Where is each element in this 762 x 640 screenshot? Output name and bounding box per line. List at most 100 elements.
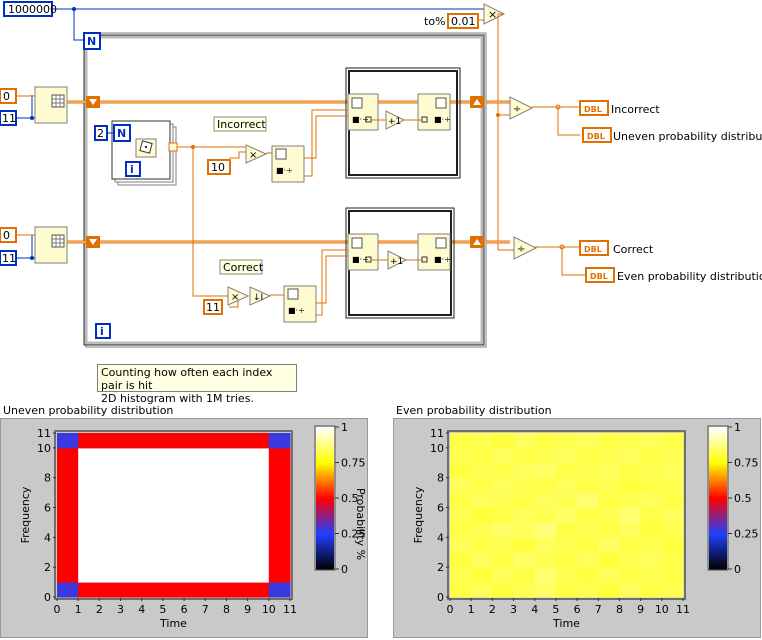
shift-register-right-top[interactable] bbox=[470, 96, 484, 108]
count-constant[interactable]: 1000000 bbox=[3, 1, 57, 17]
heatmap-cell bbox=[120, 537, 143, 553]
heatmap-cell bbox=[120, 582, 143, 598]
svg-text:11: 11 bbox=[2, 112, 16, 125]
svg-text:×: × bbox=[249, 150, 257, 161]
colorbar-segment bbox=[316, 509, 334, 513]
multiply-node-bottom[interactable]: × bbox=[227, 286, 250, 306]
heatmap-cell bbox=[598, 582, 620, 598]
svg-text:N: N bbox=[87, 35, 96, 48]
multiplier-constant-bottom[interactable]: 11 bbox=[203, 299, 223, 315]
col-constant-bottom[interactable]: 11 bbox=[0, 250, 17, 266]
x-tick-label: 6 bbox=[181, 603, 188, 616]
heatmap-cell bbox=[226, 552, 249, 568]
wire-junction bbox=[30, 256, 34, 260]
svg-text:N: N bbox=[117, 127, 126, 140]
colorbar-segment bbox=[316, 521, 334, 525]
heatmap-cell bbox=[268, 537, 291, 553]
y-tick-label: 0 bbox=[44, 591, 51, 604]
colorbar-segment bbox=[709, 429, 727, 433]
heatmap-cell bbox=[205, 507, 227, 523]
round-node-bottom[interactable]: ↓I bbox=[249, 286, 272, 306]
colorbar-segment bbox=[709, 502, 727, 506]
loop-count-terminal[interactable]: N bbox=[83, 32, 101, 50]
index-array-node-bottom[interactable]: ■·÷ bbox=[347, 233, 379, 271]
indicator-correct[interactable]: DBL Correct bbox=[579, 240, 654, 256]
col-constant-top[interactable]: 11 bbox=[0, 110, 17, 126]
heatmap-cell bbox=[57, 447, 79, 464]
heatmap-cell bbox=[555, 552, 578, 568]
heatmap-cell bbox=[450, 507, 472, 523]
heatmap-cell bbox=[141, 492, 164, 509]
replace-node-top[interactable]: ■·÷ bbox=[417, 93, 451, 131]
inner-count-constant[interactable]: 2 bbox=[94, 125, 108, 141]
heatmap-cell bbox=[78, 582, 100, 598]
colorbar-segment bbox=[709, 554, 727, 558]
svg-text:+1: +1 bbox=[390, 257, 403, 267]
heatmap-cell bbox=[162, 477, 185, 494]
heatmap-cell bbox=[57, 552, 79, 568]
multiplier-constant-top[interactable]: 10 bbox=[207, 159, 231, 175]
colorbar-segment bbox=[316, 502, 334, 506]
heatmap-cell bbox=[471, 492, 493, 509]
heatmap-cell bbox=[205, 477, 227, 494]
colorbar-segment bbox=[316, 495, 334, 499]
colorbar-segment bbox=[316, 550, 334, 553]
increment-node-bottom[interactable]: +1 bbox=[387, 250, 408, 270]
heatmap-cell bbox=[661, 507, 684, 523]
initialize-array-bottom[interactable] bbox=[34, 226, 68, 264]
multiply-node[interactable]: × bbox=[483, 3, 506, 25]
colorbar-segment bbox=[316, 453, 334, 456]
heatmap-cell bbox=[661, 492, 684, 509]
row-constant-bottom[interactable]: 0 bbox=[0, 227, 17, 243]
svg-text:Correct: Correct bbox=[613, 243, 654, 256]
heatmap-cell bbox=[555, 462, 578, 479]
heatmap-cell bbox=[184, 552, 206, 568]
colorbar-segment bbox=[709, 535, 727, 539]
comment-line-2: 2D histogram with 1M tries. bbox=[101, 392, 254, 405]
divide-node-bottom[interactable]: ÷ bbox=[513, 236, 538, 260]
for-loop-outer[interactable] bbox=[83, 32, 487, 348]
heatmap-cell bbox=[577, 567, 599, 583]
indicator-uneven[interactable]: DBL Uneven probability distribution bbox=[582, 127, 762, 143]
increment-node-top[interactable]: +1 bbox=[385, 110, 406, 130]
heatmap-cell bbox=[226, 477, 249, 494]
build-array-top[interactable]: ■·÷ bbox=[271, 145, 305, 183]
multiply-node-top[interactable]: × bbox=[245, 144, 268, 164]
colorbar-segment bbox=[709, 557, 727, 561]
dice-icon[interactable] bbox=[135, 138, 157, 158]
index-array-node-top[interactable]: ■·÷ bbox=[347, 93, 379, 131]
heatmap-cell bbox=[247, 567, 270, 583]
heatmap-cell bbox=[661, 522, 684, 538]
shift-register-left-bottom[interactable] bbox=[86, 236, 100, 248]
indicator-incorrect[interactable]: DBL Incorrect bbox=[579, 100, 660, 116]
percent-constant[interactable]: 0.01 bbox=[447, 13, 479, 29]
heatmap-cell bbox=[577, 582, 599, 598]
heatmap-cell bbox=[661, 567, 684, 583]
svg-text:Incorrect: Incorrect bbox=[217, 118, 266, 131]
wire-junction bbox=[555, 104, 561, 110]
heatmap-cell bbox=[661, 433, 684, 449]
colorbar-tick-label: 1 bbox=[734, 421, 741, 434]
x-tick-label: 1 bbox=[75, 603, 82, 616]
indicator-even[interactable]: DBL Even probability distribution bbox=[585, 267, 762, 283]
build-array-bottom[interactable]: ■·÷ bbox=[283, 285, 317, 323]
colorbar-segment bbox=[709, 479, 727, 482]
shift-register-left-top[interactable] bbox=[86, 96, 100, 108]
divide-node-top[interactable]: ÷ bbox=[509, 96, 534, 120]
colorbar-segment bbox=[709, 524, 727, 527]
heatmap-cell bbox=[450, 552, 472, 568]
heatmap-cell bbox=[141, 477, 164, 494]
replace-node-bottom[interactable]: ■·÷ bbox=[417, 233, 451, 271]
heatmap-cell bbox=[78, 552, 100, 568]
svg-text:2: 2 bbox=[97, 127, 104, 140]
initialize-array-top[interactable] bbox=[34, 86, 68, 124]
shift-register-right-bottom[interactable] bbox=[470, 236, 484, 248]
colorbar-segment bbox=[709, 552, 727, 556]
y-tick-label: 8 bbox=[437, 472, 444, 485]
row-constant-top[interactable]: 0 bbox=[0, 88, 17, 104]
svg-text:■·÷: ■·÷ bbox=[288, 306, 305, 315]
